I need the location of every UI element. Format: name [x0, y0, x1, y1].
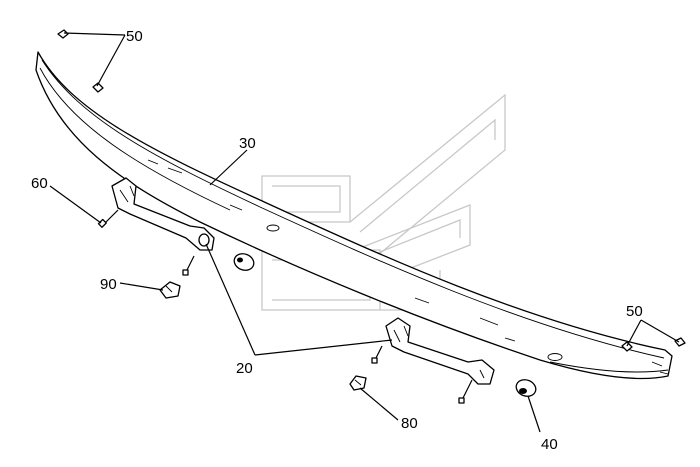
- leader-lines: [49, 32, 680, 433]
- screw-upper-left: [182, 255, 195, 276]
- clip-left-top: [57, 29, 69, 39]
- bracket-90: [159, 281, 181, 299]
- clip-right-a: [621, 341, 633, 352]
- cap-cover-right: [515, 379, 537, 397]
- callout-50-top: 50: [126, 28, 143, 45]
- clip-left-mid: [92, 82, 104, 93]
- clip-right-b: [674, 337, 686, 347]
- callout-60: 60: [31, 175, 48, 192]
- callout-30: 30: [239, 135, 256, 152]
- cap-cover-left: [233, 253, 255, 271]
- screw-right-b: [458, 379, 473, 404]
- callout-40: 40: [541, 436, 558, 453]
- bracket-80: [349, 375, 367, 391]
- handle-left: [111, 177, 215, 251]
- handle-right: [385, 317, 495, 385]
- callout-labels: 50 30 60 90 20 50 80 40: [31, 28, 643, 453]
- screw-60: [97, 209, 119, 228]
- callout-20: 20: [236, 360, 253, 377]
- screw-right-a: [371, 345, 383, 364]
- callout-90: 90: [100, 276, 117, 293]
- callout-80: 80: [401, 415, 418, 432]
- bumper-bar: [35, 51, 673, 380]
- callout-50-right: 50: [626, 303, 643, 320]
